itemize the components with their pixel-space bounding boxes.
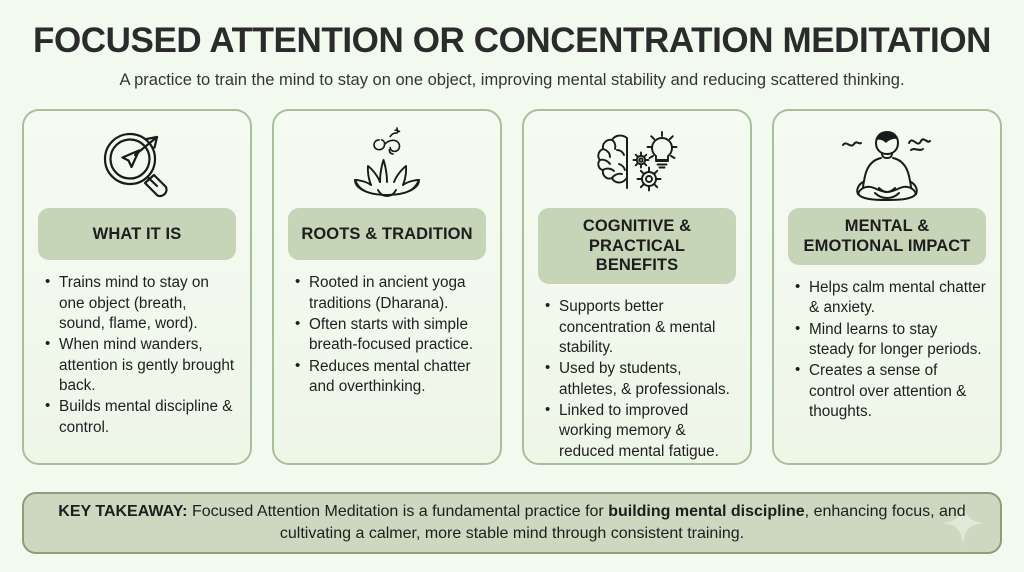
key-takeaway-bold: building mental discipline (608, 503, 805, 521)
list-item: Used by students, athletes, & profession… (544, 358, 736, 400)
page-title: FOCUSED ATTENTION OR CONCENTRATION MEDIT… (32, 21, 992, 60)
card-title-pill: WHAT IT IS (38, 208, 236, 261)
list-item: Reduces mental chatter and overthinking. (294, 356, 486, 398)
list-item: Often starts with simple breath-focused … (294, 314, 486, 356)
card-cognitive-benefits[interactable]: COGNITIVE & PRACTICAL BENEFITS Supports … (522, 109, 752, 466)
card-title-line-2: EMOTIONAL IMPACT (803, 236, 971, 255)
key-takeaway-text: KEY TAKEAWAY: Focused Attention Meditati… (50, 501, 974, 544)
card-title-line-1: ROOTS & TRADITION (301, 224, 473, 243)
list-item: Supports better concentration & mental s… (544, 296, 736, 358)
card-title-line-1: WHAT IT IS (92, 224, 182, 243)
card-title-line-2: PRACTICAL BENEFITS (588, 236, 686, 275)
list-item: Helps calm mental chatter & anxiety. (794, 277, 986, 319)
card-title-pill: COGNITIVE & PRACTICAL BENEFITS (538, 208, 736, 285)
card-bullet-list: Helps calm mental chatter & anxiety. Min… (794, 277, 986, 449)
list-item: Linked to improved working memory & redu… (544, 400, 736, 462)
key-takeaway-banner: KEY TAKEAWAY: Focused Attention Meditati… (22, 492, 1002, 554)
key-takeaway-after: , enhancing focus, and cultivating a cal… (279, 503, 966, 542)
card-mental-emotional-impact[interactable]: MENTAL & EMOTIONAL IMPACT Helps calm men… (772, 109, 1002, 466)
list-item: Trains mind to stay on one object (breat… (44, 272, 236, 334)
meditating-person-icon (784, 125, 990, 203)
header: FOCUSED ATTENTION OR CONCENTRATION MEDIT… (0, 0, 1024, 90)
key-takeaway-label: KEY TAKEAWAY: (58, 503, 188, 521)
card-what-it-is[interactable]: WHAT IT IS Trains mind to stay on one ob… (22, 109, 252, 466)
brain-gears-bulb-icon (534, 125, 740, 203)
list-item: Mind learns to stay steady for longer pe… (794, 319, 986, 361)
list-item: Builds mental discipline & control. (44, 396, 236, 438)
magnifying-glass-cursor-icon (34, 125, 240, 203)
page-subtitle: A practice to train the mind to stay on … (119, 70, 905, 89)
key-takeaway-before: Focused Attention Meditation is a fundam… (187, 503, 609, 521)
card-title-line-1: MENTAL & (844, 217, 930, 236)
list-item: When mind wanders, attention is gently b… (44, 334, 236, 396)
card-title-pill: ROOTS & TRADITION (288, 208, 486, 261)
om-lotus-icon (284, 125, 490, 203)
card-bullet-list: Rooted in ancient yoga traditions (Dhara… (294, 272, 486, 449)
card-title-pill: MENTAL & EMOTIONAL IMPACT (788, 208, 986, 266)
cards-row: WHAT IT IS Trains mind to stay on one ob… (0, 109, 1024, 466)
list-item: Creates a sense of control over attentio… (794, 360, 986, 422)
card-roots-tradition[interactable]: ROOTS & TRADITION Rooted in ancient yoga… (272, 109, 502, 466)
card-title-line-1: COGNITIVE & (582, 217, 692, 236)
card-bullet-list: Trains mind to stay on one object (breat… (44, 272, 236, 449)
sparkle-icon (943, 500, 983, 546)
list-item: Rooted in ancient yoga traditions (Dhara… (294, 272, 486, 314)
card-bullet-list: Supports better concentration & mental s… (544, 296, 736, 463)
